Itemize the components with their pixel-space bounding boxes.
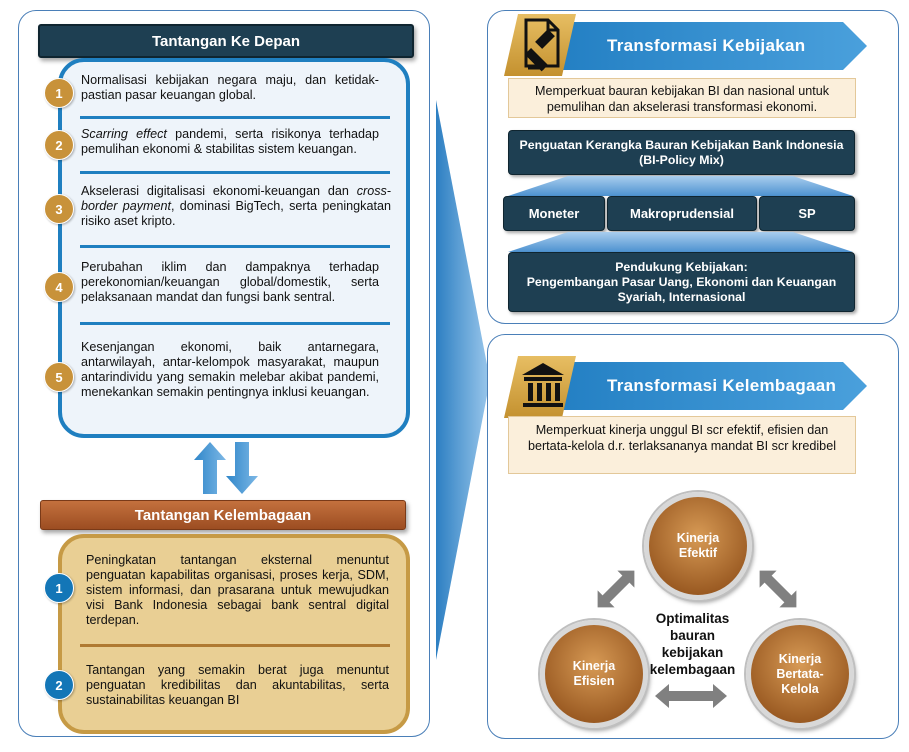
institutional-description: Memperkuat kinerja unggul BI scr efektif… xyxy=(508,416,856,474)
circle-kinerja-efisien: Kinerja Efisien xyxy=(540,620,648,728)
number-badge-5: 5 xyxy=(44,362,74,392)
institution-building-icon xyxy=(522,363,564,407)
right-chevron-arrow-icon xyxy=(436,100,490,660)
institutional-title-ribbon: Transformasi Kelembagaan xyxy=(517,362,867,410)
institutional-item-2: Tantangan yang semakin berat juga menunt… xyxy=(86,663,389,707)
challenge-item-2: Scarring effect pandemi, serta risikonya… xyxy=(81,127,379,156)
challenges-ahead-list xyxy=(58,58,410,438)
separator xyxy=(80,171,390,174)
challenge-item-1: Normalisasi kebijakan negara maju, dan k… xyxy=(81,73,379,102)
policy-title: Transformasi Kebijakan xyxy=(607,36,806,55)
policy-title-ribbon: Transformasi Kebijakan xyxy=(517,22,867,70)
institutional-item-1: Peningkatan tantangan eksternal menuntut… xyxy=(86,553,389,627)
separator xyxy=(80,116,390,119)
institutional-challenges-list xyxy=(58,534,410,734)
challenge-item-5: Kesenjangan ekonomi, baik antarnegara, a… xyxy=(81,340,379,399)
institutional-title: Transformasi Kelembagaan xyxy=(607,376,837,395)
circle-kinerja-bertata-kelola: Kinerja Bertata- Kelola xyxy=(746,620,854,728)
number-badge-3: 3 xyxy=(44,194,74,224)
separator xyxy=(80,644,390,647)
number-badge-b2: 2 xyxy=(44,670,74,700)
pillar-makroprudensial: Makroprudensial xyxy=(607,196,757,231)
challenges-ahead-header: Tantangan Ke Depan xyxy=(38,24,414,58)
pillar-sp: SP xyxy=(759,196,855,231)
double-arrow-horizontal-icon xyxy=(655,684,727,708)
policy-description: Memperkuat bauran kebijakan BI dan nasio… xyxy=(508,78,856,118)
platform-shape xyxy=(508,176,853,196)
circle-kinerja-efektif: Kinerja Efektif xyxy=(644,492,752,600)
policy-support-box: Pendukung Kebijakan: Pengembangan Pasar … xyxy=(508,252,855,312)
separator xyxy=(80,245,390,248)
number-badge-b1: 1 xyxy=(44,573,74,603)
policy-framework-box: Penguatan Kerangka Bauran Kebijakan Bank… xyxy=(508,130,855,175)
optimality-center-text: Optimalitas bauran kebijakan kelembagaan xyxy=(649,611,736,677)
challenge-item-4: Perubahan iklim dan dampaknya terhadap p… xyxy=(81,260,379,304)
double-arrow-left-icon xyxy=(597,570,635,608)
gavel-document-icon xyxy=(524,18,560,72)
double-arrow-right-icon xyxy=(759,570,797,608)
number-badge-4: 4 xyxy=(44,272,74,302)
separator xyxy=(80,322,390,325)
number-badge-2: 2 xyxy=(44,130,74,160)
up-down-arrows-icon xyxy=(194,442,258,494)
challenge-item-3: Akselerasi digitalisasi ekonomi-keuangan… xyxy=(81,184,391,228)
platform-shape xyxy=(508,232,853,252)
pillar-moneter: Moneter xyxy=(503,196,605,231)
institutional-challenges-header: Tantangan Kelembagaan xyxy=(40,500,406,530)
number-badge-1: 1 xyxy=(44,78,74,108)
